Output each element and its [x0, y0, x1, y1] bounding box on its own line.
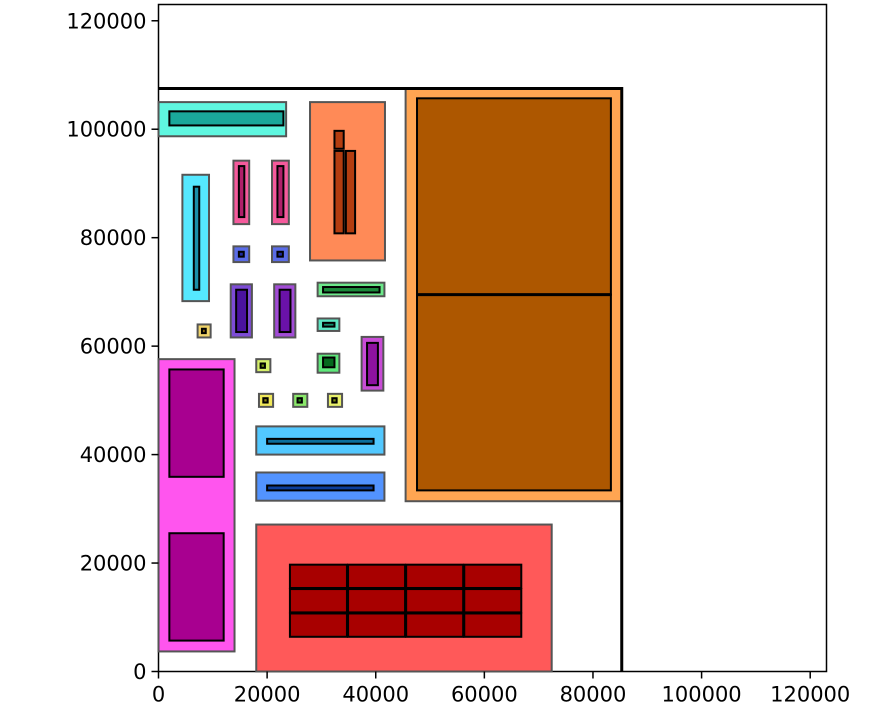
part-sky-bar [266, 437, 375, 445]
part-purple-a [235, 288, 249, 334]
x-tick-label: 120000 [770, 683, 850, 707]
red-grid-cell [405, 588, 465, 614]
part-pink-bar-b [276, 165, 285, 219]
y-tick-label: 40000 [80, 443, 147, 467]
red-grid-cell [405, 563, 465, 589]
part-cyan-top-left-bar [168, 110, 285, 127]
red-grid-cell [463, 588, 523, 614]
part-green-square [322, 356, 336, 369]
y-tick-label: 80000 [80, 226, 147, 250]
tick-label-layer: 0 20000 40000 60000 80000 100000 120000 0 20000 4… [66, 9, 850, 706]
tick-layer [151, 20, 811, 679]
part-yellow-c [262, 397, 269, 404]
part-cyan-vertical-bar [192, 185, 201, 291]
red-grid-cell [463, 563, 523, 589]
y-tick-label: 60000 [80, 335, 147, 359]
y-tick-label: 20000 [80, 552, 147, 576]
part-teal-small [322, 321, 336, 328]
part-magenta-large-bottom [168, 532, 225, 642]
part-green-c [296, 397, 303, 404]
part-pink-bar-a [237, 165, 246, 219]
x-tick-label: 40000 [342, 683, 409, 707]
x-tick-label: 100000 [662, 683, 742, 707]
y-tick-label: 120000 [66, 9, 146, 33]
x-tick-label: 0 [152, 683, 165, 707]
part-blue-bar [266, 484, 375, 492]
part-orange-large-top [416, 97, 612, 296]
part-blue-small-a [237, 250, 245, 258]
red-grid-cell [347, 612, 407, 638]
red-grid-cell [347, 588, 407, 614]
part-green-bar [322, 286, 381, 294]
red-grid-cell [347, 563, 407, 589]
red-grid-cell [288, 563, 348, 589]
red-grid-cell [288, 612, 348, 638]
red-grid-cell [463, 612, 523, 638]
part-orange-large-bottom [416, 293, 612, 492]
x-tick-label: 80000 [560, 683, 627, 707]
part-magenta-bar [366, 341, 379, 387]
y-tick-label: 100000 [66, 118, 146, 142]
part-magenta-large-top [168, 368, 225, 478]
part-yellow-b [259, 362, 266, 369]
part-orange-small-bar-a [333, 149, 345, 235]
part-blue-small-b [276, 250, 284, 258]
red-grid-cell [405, 612, 465, 638]
red-grid-layer [288, 563, 523, 638]
part-orange-small-bar-b [344, 149, 357, 235]
part-yellow-a [200, 327, 207, 335]
part-yellow-d [331, 397, 338, 404]
rectangle-layer [157, 87, 623, 673]
part-purple-b [278, 288, 292, 334]
x-tick-label: 20000 [234, 683, 301, 707]
x-tick-label: 60000 [451, 683, 518, 707]
container-boundary [158, 87, 624, 672]
boundary-layer [158, 87, 624, 672]
red-grid-cell [288, 588, 348, 614]
y-tick-label: 0 [133, 660, 146, 684]
part-orange-small-square [333, 129, 345, 150]
